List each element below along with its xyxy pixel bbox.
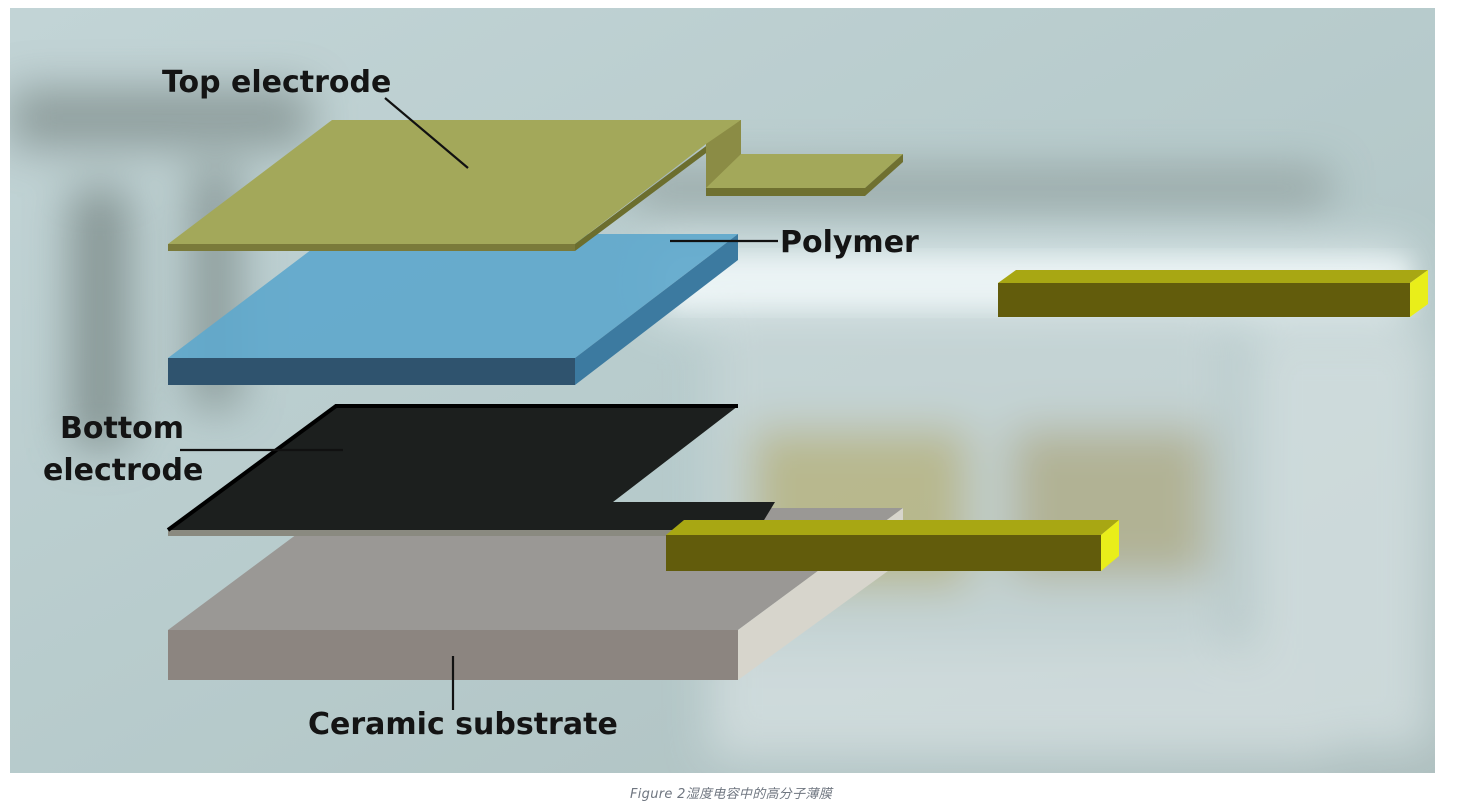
upper-lead-wire [998,270,1428,317]
figure-caption: Figure 2湿度电容中的高分子薄膜 [629,787,833,802]
bottom-electrode-label-line1: Bottom [60,411,184,446]
humidity-capacitor-figure: Top electrode Polymer Bottom electrode C… [10,8,1435,773]
polymer-label: Polymer [780,225,919,260]
top-electrode [168,120,903,251]
top-electrode-label: Top electrode [162,65,391,100]
ceramic-substrate-label: Ceramic substrate [308,707,618,742]
bottom-electrode [166,404,775,536]
bottom-electrode-label-line2: electrode [43,453,203,488]
top-electrode-leader [384,97,469,169]
polymer-layer [168,234,738,385]
lower-lead-wire [666,520,1119,571]
